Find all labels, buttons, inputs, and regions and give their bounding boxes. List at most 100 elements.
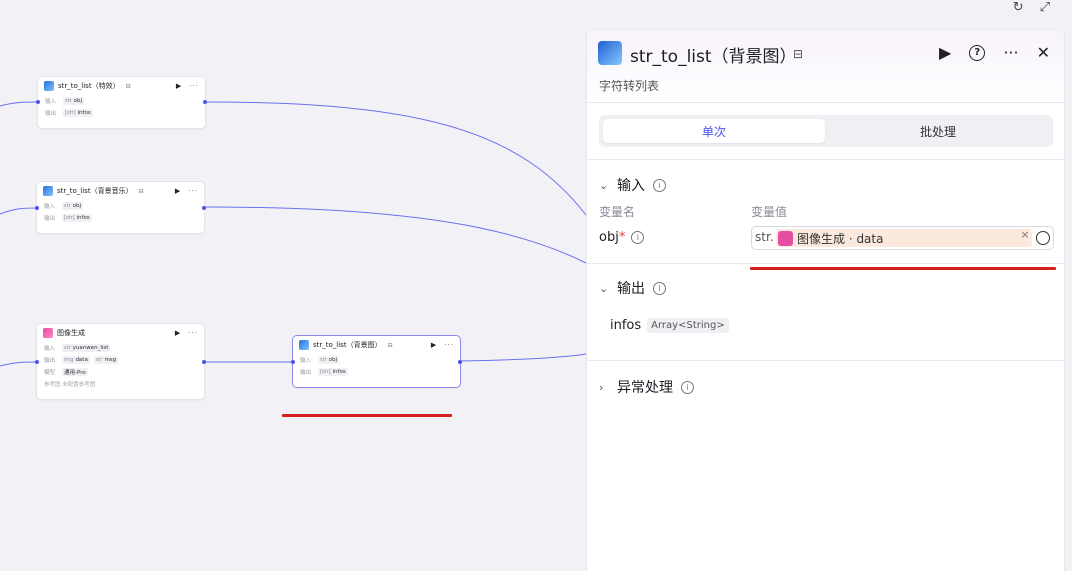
row-label: 输入: [44, 204, 56, 210]
column-header-name: 变量名: [599, 205, 636, 219]
column-header-value: 变量值: [751, 205, 788, 219]
plugin-icon: [598, 41, 622, 65]
image-icon: [778, 230, 793, 246]
info-icon[interactable]: i: [653, 178, 666, 192]
reference-image-note: 参考图 未配置参考图: [44, 382, 96, 388]
output-port[interactable]: [203, 100, 207, 104]
edit-icon[interactable]: ⊟: [793, 47, 804, 61]
node-title: str_to_list（背景图）: [313, 341, 382, 349]
param-chip: [str]infos: [62, 214, 92, 222]
edge-in-2: [0, 207, 39, 215]
edit-icon[interactable]: ⊟: [125, 82, 131, 90]
divider: [587, 360, 1064, 361]
divider: [587, 159, 1064, 160]
divider: [587, 263, 1064, 264]
variable-value-field[interactable]: str. 图像生成 · data ×: [751, 226, 1054, 250]
tab-single[interactable]: 单次: [603, 119, 825, 143]
edit-icon[interactable]: ⊟: [138, 187, 144, 195]
output-type: Array<String>: [647, 318, 729, 333]
image-icon: [43, 328, 53, 338]
row-label: 输入: [300, 358, 312, 364]
input-port[interactable]: [291, 360, 295, 364]
input-port[interactable]: [35, 360, 39, 364]
node-config-panel: str_to_list（背景图） ⊟ ▶ ? ··· ✕ 字符转列表 单次 批处…: [586, 29, 1065, 571]
run-icon[interactable]: ▶: [174, 329, 181, 337]
more-icon[interactable]: ···: [188, 187, 198, 195]
output-port[interactable]: [202, 360, 206, 364]
edit-icon[interactable]: ⊟: [387, 341, 393, 349]
type-label: str.: [755, 230, 774, 244]
edge-out-4: [460, 353, 587, 362]
edge-in-1: [0, 101, 39, 107]
refresh-icon[interactable]: ↻: [1012, 0, 1024, 15]
output-port[interactable]: [202, 206, 206, 210]
plugin-icon: [43, 186, 53, 196]
row-label: 输出: [45, 111, 57, 117]
panel-header: str_to_list（背景图） ⊟ ▶ ? ··· ✕ 字符转列表: [587, 30, 1064, 103]
variable-picker-icon[interactable]: [1036, 231, 1050, 245]
panel-title: str_to_list（背景图）: [630, 47, 797, 67]
more-icon[interactable]: ···: [1003, 43, 1019, 62]
expand-icon[interactable]: ⤢: [1039, 0, 1050, 15]
edge-in-3: [0, 361, 39, 367]
row-label: 输出: [44, 216, 56, 222]
input-section-header[interactable]: ⌄ 输入 i: [599, 175, 666, 195]
variable-name: obj* i: [599, 230, 645, 245]
info-icon[interactable]: i: [681, 380, 694, 394]
plugin-icon: [44, 81, 54, 91]
chevron-down-icon: ⌄: [599, 178, 609, 192]
output-section-header[interactable]: ⌄ 输出 i: [599, 278, 666, 298]
panel-subtitle: 字符转列表: [599, 79, 660, 93]
reference-text: 图像生成 · data: [797, 231, 884, 246]
more-icon[interactable]: ···: [188, 329, 198, 337]
edge-out-1: [205, 101, 587, 216]
required-mark: *: [618, 230, 626, 245]
row-label: 模型: [44, 370, 56, 376]
node-title: str_to_list（特效）: [58, 82, 120, 90]
output-port[interactable]: [458, 360, 462, 364]
param-chip: [str]infos: [318, 368, 348, 376]
more-icon[interactable]: ···: [444, 341, 454, 349]
run-mode-tabs: 单次 批处理: [599, 115, 1053, 147]
section-title: 异常处理: [617, 380, 673, 396]
input-port[interactable]: [35, 206, 39, 210]
info-icon[interactable]: i: [631, 231, 645, 244]
clear-icon[interactable]: ×: [1020, 228, 1030, 241]
run-icon[interactable]: ▶: [430, 341, 437, 349]
info-icon[interactable]: i: [653, 281, 666, 295]
chevron-down-icon: ⌄: [599, 281, 609, 295]
node-title: 图像生成: [57, 329, 85, 337]
help-icon[interactable]: ?: [969, 45, 986, 61]
input-port[interactable]: [36, 100, 40, 104]
run-icon[interactable]: ▶: [175, 82, 182, 90]
variable-reference-tag[interactable]: 图像生成 · data: [776, 229, 1032, 247]
run-icon[interactable]: ▶: [939, 43, 952, 62]
row-label: 输出: [300, 370, 312, 376]
section-title: 输出: [617, 281, 645, 297]
panel-actions: ▶ ? ··· ✕: [939, 43, 1050, 63]
chevron-right-icon: ›: [599, 380, 604, 394]
row-label: 输入: [45, 99, 57, 105]
tab-batch[interactable]: 批处理: [919, 124, 956, 139]
param-chip: [str]infos: [63, 109, 93, 117]
row-label: 输入: [44, 346, 56, 352]
close-icon[interactable]: ✕: [1036, 43, 1050, 62]
more-icon[interactable]: ···: [189, 82, 199, 90]
plugin-icon: [299, 340, 309, 350]
edge-out-2: [205, 206, 587, 264]
row-label: 输出: [44, 358, 56, 364]
exception-section-header[interactable]: › 异常处理 i: [599, 377, 694, 397]
run-icon[interactable]: ▶: [174, 187, 181, 195]
model-chip: 通用-Pro: [62, 368, 88, 376]
